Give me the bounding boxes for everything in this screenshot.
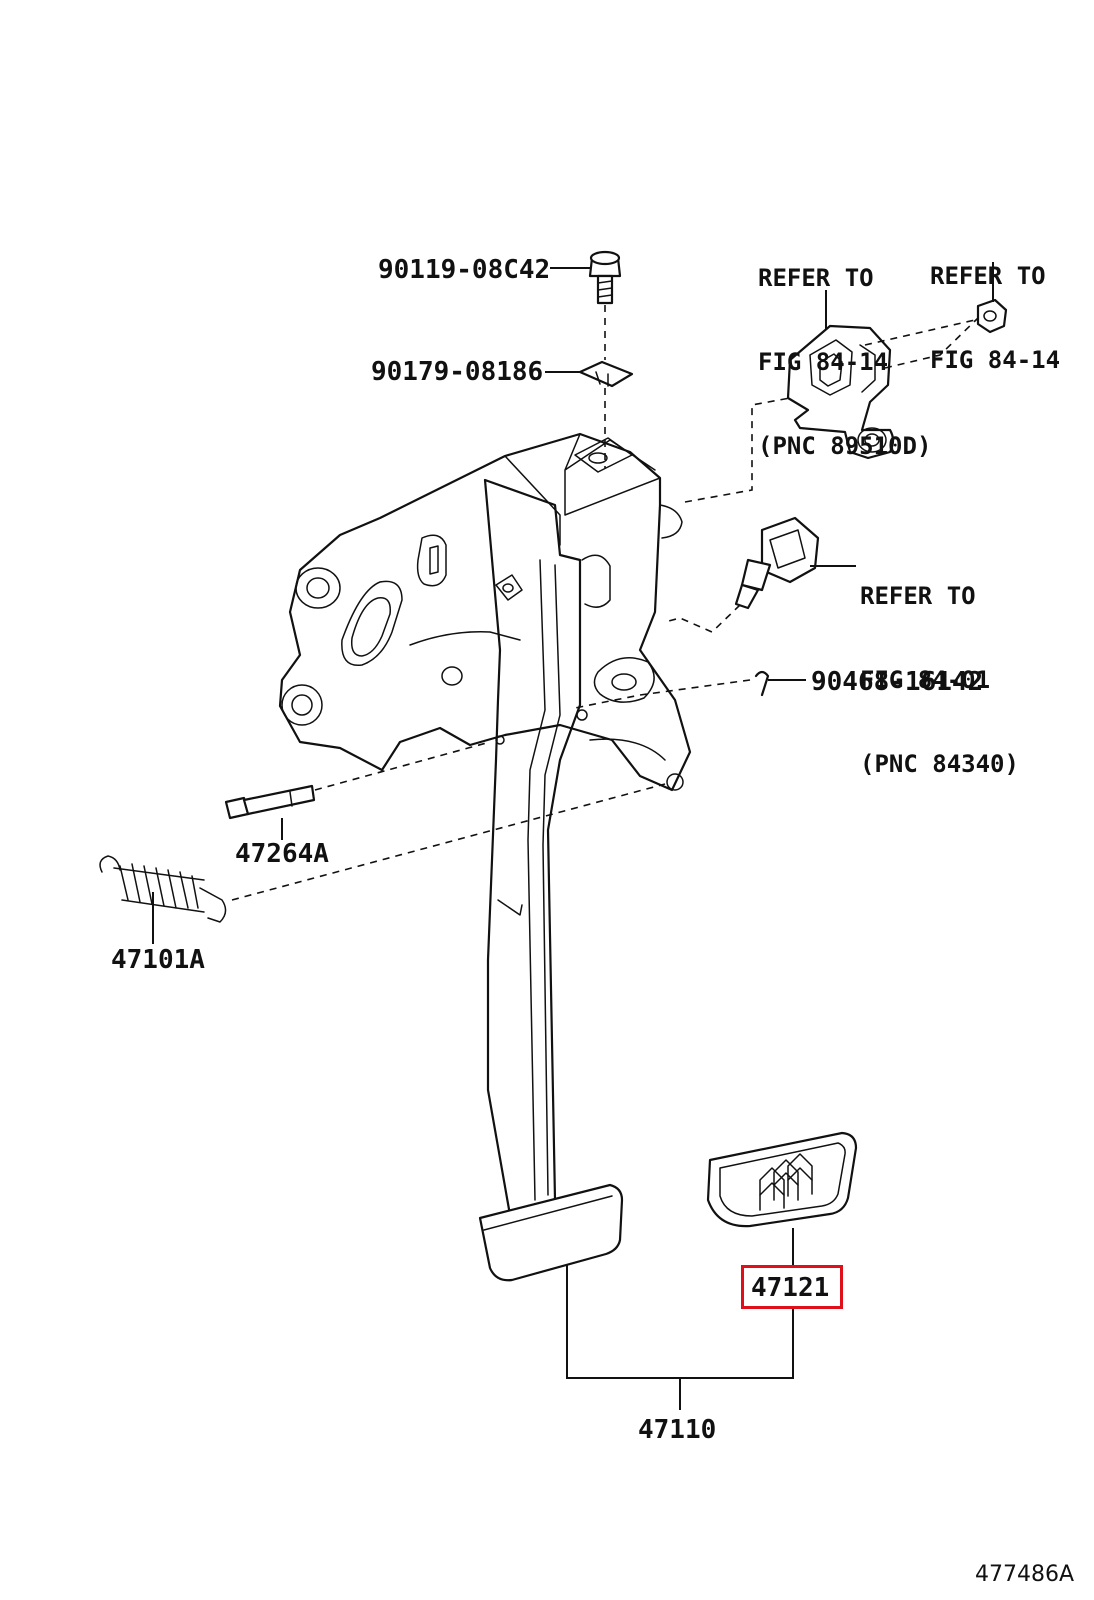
reference-line: REFER TO	[930, 262, 1046, 290]
reference-switch: REFER TO FIG 84-01 (PNC 84340)	[860, 526, 1019, 806]
reference-sensor-right: REFER TO FIG 84-14	[930, 206, 1060, 402]
clip-drawing	[578, 360, 634, 388]
reference-line: (PNC 84340)	[860, 750, 1019, 778]
reference-line: REFER TO	[758, 264, 874, 292]
label-shaft: 47264A	[235, 839, 329, 869]
reference-line: (PNC 89510D)	[758, 432, 932, 460]
pad-drawing	[706, 1131, 858, 1228]
pedal-foot-drawing	[478, 1183, 624, 1282]
label-clip: 90179-08186	[371, 357, 544, 387]
pedal-arm-drawing	[483, 478, 582, 1217]
figure-id: 477486A	[975, 1562, 1075, 1587]
nut-drawing	[976, 298, 1008, 334]
bolt-drawing	[588, 250, 622, 305]
reference-sensor-left: REFER TO FIG 84-14 (PNC 89510D)	[758, 208, 931, 488]
reference-line: FIG 84-14	[930, 346, 1061, 374]
reference-line: REFER TO	[860, 582, 976, 610]
pad-highlight-box	[741, 1265, 843, 1309]
label-pedal-assy: 47110	[638, 1415, 717, 1445]
pin-drawing	[754, 670, 770, 697]
label-pin: 90468-16142	[811, 667, 984, 697]
sensor-drawing	[786, 324, 895, 460]
pedal-bracket-drawing	[278, 432, 692, 792]
label-spring: 47101A	[111, 945, 205, 975]
reference-line: FIG 84-14	[758, 348, 889, 376]
label-bolt: 90119-08C42	[378, 255, 551, 285]
label-pad: 47121	[751, 1273, 830, 1303]
spring-drawing	[99, 855, 227, 923]
stop-switch-drawing	[734, 516, 820, 610]
shaft-drawing	[224, 784, 316, 820]
reference-line: FIG 84-01	[860, 666, 991, 694]
